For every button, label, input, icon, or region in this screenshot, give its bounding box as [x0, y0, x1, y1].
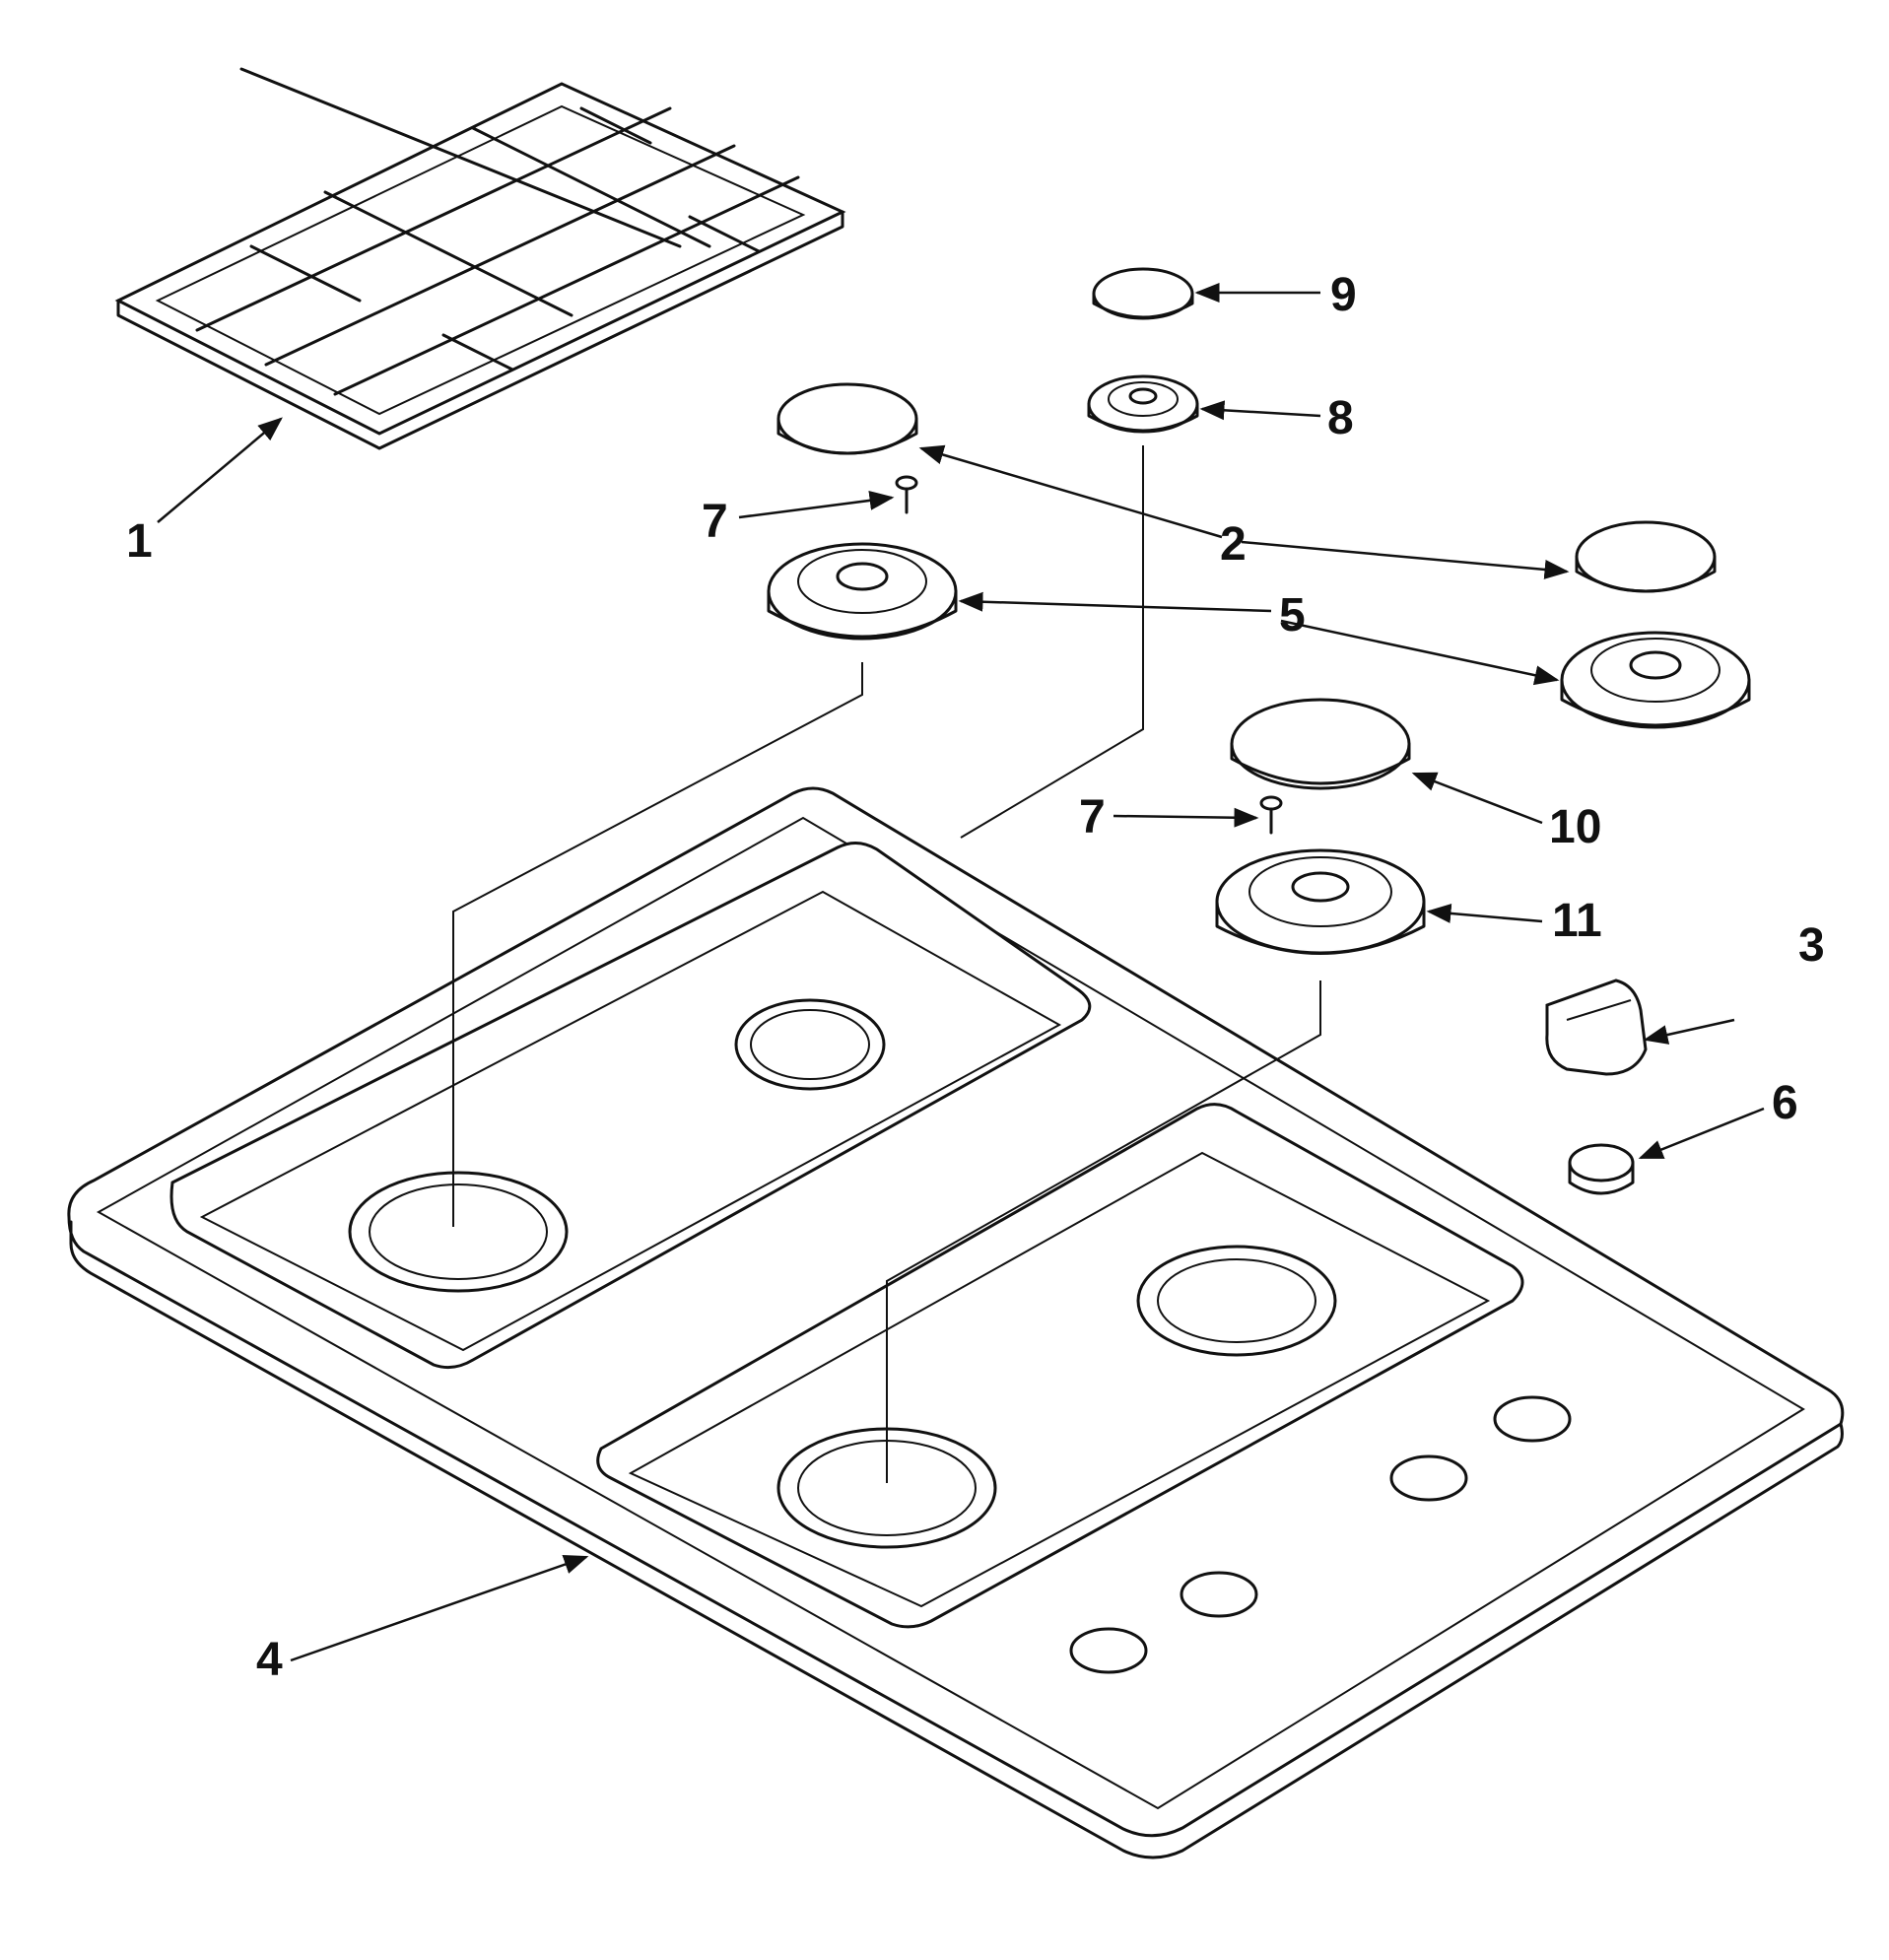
- callout-3: 3: [1798, 919, 1825, 972]
- burner-head-small: [1087, 374, 1199, 434]
- burner-cap-left: [776, 382, 918, 455]
- callout-2: 2: [1220, 518, 1247, 571]
- screw-lower: [1259, 795, 1283, 835]
- callout-9: 9: [1330, 269, 1357, 321]
- control-knob: [1545, 979, 1648, 1076]
- callout-10: 10: [1549, 801, 1601, 853]
- screw-upper: [895, 475, 918, 514]
- callout-8: 8: [1327, 392, 1354, 444]
- leader-arrows: [157, 283, 1765, 1662]
- guide-lines: [452, 445, 1321, 1483]
- knob-bezel: [1568, 1143, 1635, 1195]
- callout-4: 4: [256, 1634, 283, 1686]
- callout-6: 6: [1772, 1077, 1798, 1129]
- callout-7-upper: 7: [702, 496, 728, 548]
- callout-1: 1: [126, 515, 153, 568]
- cooktop-body: [67, 786, 1845, 1859]
- burner-head-large: [1215, 848, 1426, 955]
- cooking-grate: [114, 67, 846, 450]
- burner-head-left: [767, 542, 958, 641]
- callout-5: 5: [1279, 589, 1306, 642]
- burner-cap-right: [1575, 520, 1717, 593]
- callout-11: 11: [1552, 895, 1602, 947]
- burner-head-right: [1560, 631, 1751, 729]
- callout-7-lower: 7: [1079, 791, 1106, 844]
- burner-cap-small: [1092, 267, 1194, 320]
- burner-cap-large: [1230, 698, 1411, 790]
